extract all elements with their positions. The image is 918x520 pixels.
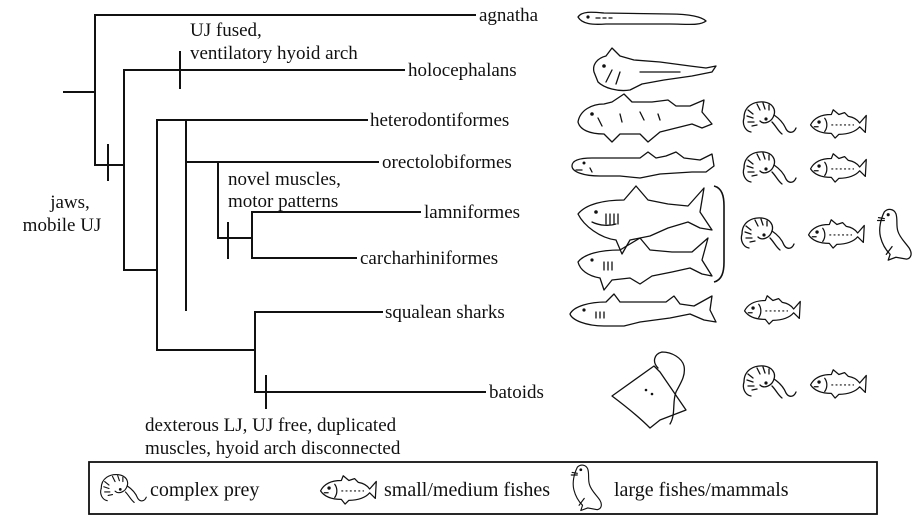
annotation-uj-fused-line2: ventilatory hyoid arch: [190, 43, 358, 64]
annotation-jaws-line2: mobile UJ: [23, 215, 102, 236]
legend-small-fishes: small/medium fishes: [384, 479, 550, 501]
nurse-shark-icon: [572, 152, 714, 178]
fish-icon: [811, 154, 867, 182]
diet-icons: [741, 102, 911, 398]
taxon-carcharhiniformes: carcharhiniformes: [360, 248, 498, 269]
taxon-squalean-sharks: squalean sharks: [385, 302, 505, 323]
shrimp-icon: [743, 366, 796, 398]
annotation-novel-muscles-line2: motor patterns: [228, 191, 338, 212]
carcharhinid-shark-icon: [578, 238, 712, 290]
fish-icon: [809, 220, 865, 248]
shrimp-icon: [741, 218, 794, 250]
taxon-orectolobiformes: orectolobiformes: [382, 152, 512, 173]
fish-icon: [811, 110, 867, 138]
legend-complex-prey: complex prey: [150, 479, 259, 501]
fish-icon: [811, 370, 867, 398]
chimaera-icon: [594, 48, 716, 91]
legend-large-fishes: large fishes/mammals: [614, 479, 789, 501]
taxon-agnatha: agnatha: [479, 5, 539, 26]
fish-icon: [745, 296, 801, 324]
taxon-labels: agnatha holocephalans heterodontiformes …: [360, 5, 544, 403]
annotation-jaws-line1: jaws,: [49, 192, 90, 213]
phylogenetic-tree: [64, 15, 724, 408]
shrimp-icon: [743, 152, 796, 184]
group-bracket: [714, 186, 724, 282]
annotation-uj-fused-line1: UJ fused,: [190, 20, 262, 41]
taxon-batoids: batoids: [489, 382, 544, 403]
taxon-lamniformes: lamniformes: [424, 202, 520, 223]
character-annotations: jaws, mobile UJ UJ fused, ventilatory hy…: [23, 20, 401, 459]
annotation-dexterous-line1: dexterous LJ, UJ free, duplicated: [145, 415, 397, 436]
annotation-dexterous-line2: muscles, hyoid arch disconnected: [145, 438, 401, 459]
taxon-heterodontiformes: heterodontiformes: [370, 110, 509, 131]
taxon-holocephalans: holocephalans: [408, 60, 517, 81]
taxon-silhouettes: [570, 12, 716, 428]
annotation-novel-muscles-line1: novel muscles,: [228, 169, 341, 190]
legend: complex prey small/medium fishes large f…: [89, 462, 877, 514]
lamprey-icon: [578, 12, 706, 24]
seal-icon: [878, 209, 912, 260]
shrimp-icon: [743, 102, 796, 134]
horn-shark-icon: [578, 94, 712, 142]
dogfish-icon: [570, 294, 716, 326]
ray-icon: [612, 352, 686, 428]
